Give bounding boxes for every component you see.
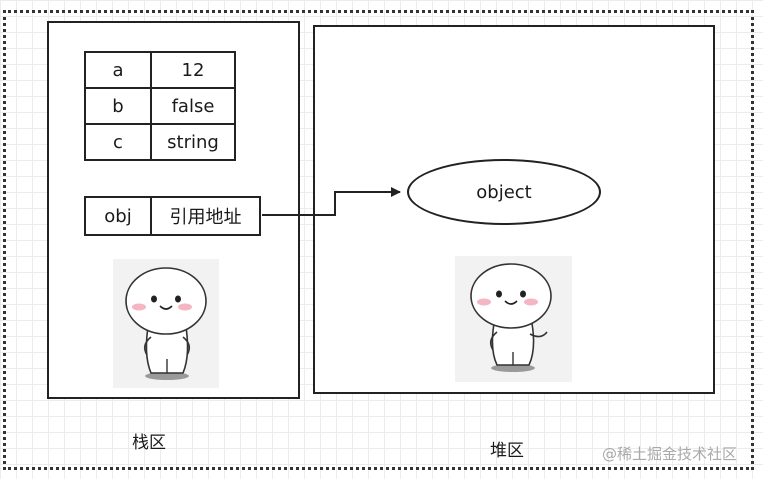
heap-object-ellipse: object [407,159,601,225]
diagram-outer-frame [3,10,754,470]
variable-name-cell: a [84,51,152,89]
variable-value-cell: 12 [150,51,236,89]
table-row: b false [84,87,236,125]
reference-variable-table: obj 引用地址 [84,196,261,236]
stack-region-label: 栈区 [132,433,166,453]
table-row: c string [84,123,236,161]
variable-value-cell: false [150,87,236,125]
arrow-line [262,187,401,216]
variable-value-cell: string [150,123,236,161]
heap-object-label: object [476,181,532,203]
cute-character-sticker-icon [113,259,219,388]
table-row: a 12 [84,51,236,89]
heap-region-label: 堆区 [490,441,524,461]
reference-address-cell: 引用地址 [150,196,261,236]
primitive-variables-table: a 12 b false c string [84,51,236,161]
table-row: obj 引用地址 [84,196,261,236]
variable-name-cell: b [84,87,152,125]
watermark: @稀土掘金技术社区 [602,445,738,463]
variable-name-cell: c [84,123,152,161]
cute-character-waving-sticker-icon [455,256,572,382]
reference-name-cell: obj [84,196,152,236]
